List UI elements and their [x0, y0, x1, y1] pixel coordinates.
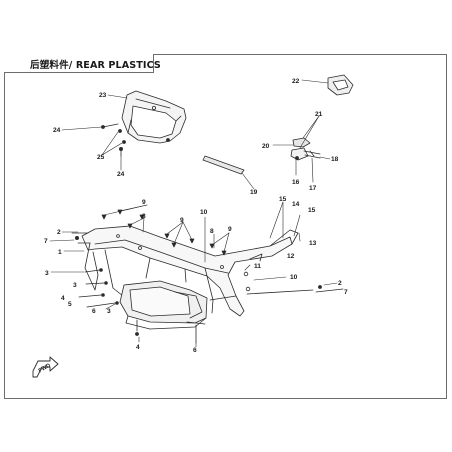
callout-15-right: 15: [308, 207, 316, 214]
callout-15-left: 15: [279, 196, 287, 203]
callout-20: 20: [262, 143, 270, 150]
callout-25: 25: [97, 154, 105, 161]
rear-frame-assembly: [81, 225, 299, 317]
page-title: 后塑料件/ REAR PLASTICS: [30, 60, 161, 71]
callout-6-bottom: 6: [193, 347, 197, 354]
callout-18: 18: [331, 156, 339, 163]
callout-9-mid: 9: [180, 217, 184, 224]
callout-14: 14: [292, 201, 300, 208]
callout-21: 21: [315, 111, 323, 118]
bolts-3-4: [78, 268, 206, 344]
callout-7-right: 7: [344, 289, 348, 296]
lower-guard-part: [119, 280, 208, 330]
trim-strip-19: [202, 155, 245, 175]
bolt-2-7-left: [71, 232, 91, 244]
callout-4-bottom: 4: [136, 344, 140, 351]
callout-4-left: 4: [61, 295, 65, 302]
callout-12: 12: [287, 253, 295, 260]
cover-22: [327, 74, 354, 96]
callout-8-right: 8: [210, 228, 214, 235]
callout-10-upper: 10: [200, 209, 208, 216]
callout-1: 1: [58, 249, 62, 256]
fastener-24-lower: [119, 146, 124, 157]
callout-3-mid: 3: [73, 282, 77, 289]
callout-23: 23: [99, 92, 107, 99]
bolt-2-7-right: [246, 285, 344, 295]
fastener-24-upper: [101, 123, 119, 129]
callout-3-left: 3: [45, 270, 49, 277]
leader-lines: [49, 79, 338, 348]
bracket-group-16-21: [290, 137, 321, 161]
callout-7-left: 7: [44, 238, 48, 245]
callout-16: 16: [292, 179, 300, 186]
callout-2-right: 2: [338, 280, 342, 287]
callout-22: 22: [292, 78, 300, 85]
callout-24-bottom: 24: [117, 171, 125, 178]
callout-11: 11: [254, 263, 261, 270]
callout-9-right: 9: [228, 226, 232, 233]
callout-9-left: 9: [142, 199, 146, 206]
callout-13: 13: [309, 240, 317, 247]
fwd-label: FWD: [38, 363, 52, 375]
diagram-frame: [4, 54, 447, 399]
callout-6-left: 6: [92, 308, 96, 315]
callout-3-lower: 3: [107, 308, 111, 315]
clips-9: [101, 209, 227, 256]
callout-19: 19: [250, 189, 258, 196]
callout-24-left: 24: [53, 127, 61, 134]
callout-2-left: 2: [57, 229, 61, 236]
callout-8-left: 8: [142, 213, 146, 220]
rear-fender-panel: [121, 90, 187, 144]
title-tab: [4, 54, 154, 73]
clip-25: [118, 129, 126, 144]
fwd-arrow-icon: [32, 356, 59, 378]
callout-17: 17: [309, 185, 317, 192]
callout-5: 5: [68, 301, 72, 308]
callout-10-lower: 10: [290, 274, 298, 281]
